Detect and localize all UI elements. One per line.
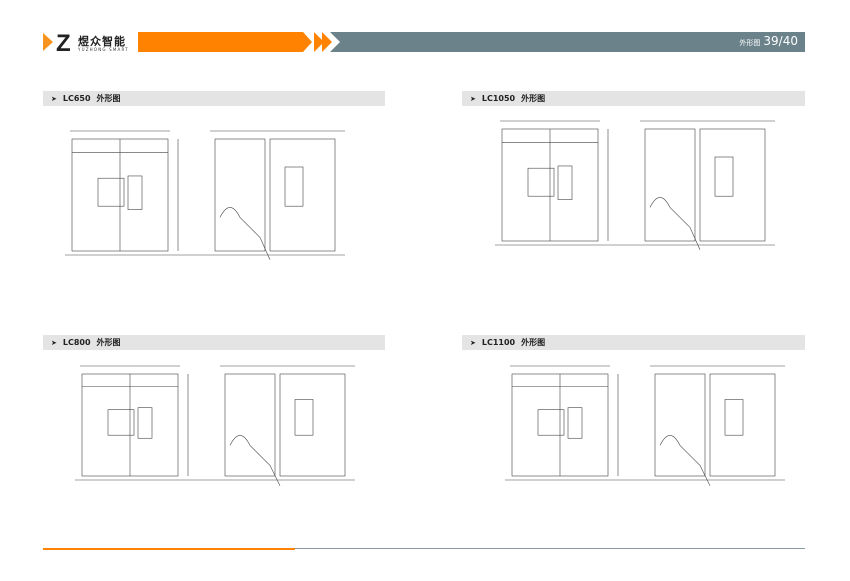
chevron-icon: [322, 32, 332, 52]
chevron-icon: [314, 32, 324, 52]
control-panel: [527, 167, 555, 197]
section-title: 外形图: [521, 94, 546, 103]
lc650-outline-drawing: [65, 130, 345, 260]
header-gray-bar: [330, 32, 805, 52]
section-title: 外形图: [96, 94, 121, 103]
rear-window: [714, 156, 734, 197]
section-title: 外形图: [96, 338, 121, 347]
header-orange-tip: [303, 32, 312, 52]
rear-window: [284, 166, 304, 207]
lc1050-outline-drawing: [495, 120, 775, 250]
arrow-icon: ➤: [470, 94, 476, 103]
control-panel: [537, 409, 565, 436]
rear-view: [709, 373, 776, 477]
page-label: 外形图: [739, 39, 761, 47]
logo-z-icon: Z: [56, 30, 71, 57]
rear-view: [269, 138, 336, 252]
page-number: 39/40: [763, 34, 798, 48]
logo-name-cn: 煜众智能: [78, 35, 126, 48]
control-panel: [97, 177, 125, 207]
side-view: [214, 138, 266, 252]
lc800-outline-drawing: [75, 365, 355, 486]
section-header-lc1050: ➤ LC1050 外形图: [462, 91, 805, 106]
door-window: [567, 407, 583, 439]
side-view: [654, 373, 706, 477]
model-name: LC1050: [481, 94, 516, 103]
rear-window: [294, 399, 314, 436]
footer-orange-line: [43, 548, 295, 550]
rear-window: [724, 399, 744, 436]
model-name: LC650: [62, 94, 91, 103]
arrow-icon: ➤: [470, 338, 476, 347]
model-name: LC1100: [481, 338, 516, 347]
chip-conveyor: [229, 435, 281, 486]
control-panel: [107, 409, 135, 436]
company-logo: Z 煜众智能 YUZHONG SMART: [43, 30, 133, 57]
side-view: [644, 128, 696, 242]
logo-chevron-icon: [43, 33, 53, 51]
section-header-lc1100: ➤ LC1100 外形图: [462, 335, 805, 350]
side-view: [224, 373, 276, 477]
chip-conveyor: [649, 197, 701, 250]
page-indicator: 外形图 39/40: [739, 34, 798, 48]
rear-view: [699, 128, 766, 242]
logo-name-en: YUZHONG SMART: [78, 47, 129, 52]
section-header-lc650: ➤ LC650 外形图: [43, 91, 385, 106]
rear-view: [279, 373, 346, 477]
door-window: [557, 165, 573, 200]
header-orange-bar: [138, 32, 303, 52]
footer-gray-line: [295, 548, 805, 549]
arrow-icon: ➤: [51, 94, 57, 103]
section-title: 外形图: [521, 338, 546, 347]
chip-conveyor: [659, 435, 711, 486]
arrow-icon: ➤: [51, 338, 57, 347]
model-name: LC800: [62, 338, 91, 347]
door-window: [137, 407, 153, 439]
lc1100-outline-drawing: [505, 365, 785, 486]
section-header-lc800: ➤ LC800 外形图: [43, 335, 385, 350]
chip-conveyor: [219, 207, 271, 260]
door-window: [127, 175, 143, 210]
